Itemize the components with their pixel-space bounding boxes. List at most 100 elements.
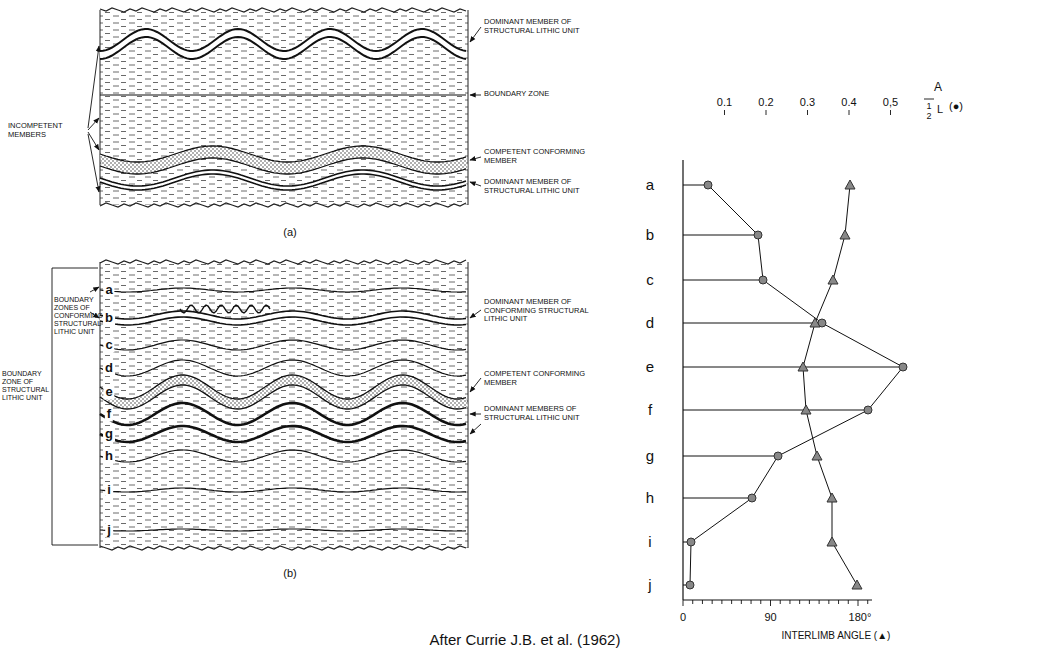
- layer-letter: b: [646, 226, 654, 243]
- row-line: [683, 498, 752, 499]
- axis-tick: [751, 600, 752, 604]
- layer-letter: d: [103, 361, 115, 376]
- axis-tick: [799, 600, 800, 604]
- axis-label: 0: [680, 611, 686, 624]
- annotation-label: BOUNDARY ZONES OF CONFORMING STRUCTURAL …: [54, 296, 100, 336]
- ratio-point: [686, 581, 694, 589]
- ratio-point: [899, 363, 907, 371]
- annotation-label: DOMINANT MEMBER OF CONFORMING STRUCTURAL…: [484, 298, 604, 324]
- broken-edge: [100, 8, 466, 12]
- competent-band: [100, 146, 468, 174]
- axis-label: 90: [764, 611, 776, 624]
- axis-label: 0.1: [717, 96, 732, 109]
- axis-label: A: [934, 81, 942, 95]
- layer-letter: i: [648, 533, 651, 550]
- leader-arrow: [88, 134, 99, 192]
- bedding-line: [100, 170, 466, 186]
- angle-point: [828, 275, 838, 284]
- band-ground: [100, 146, 468, 174]
- axis-tick: [741, 600, 742, 604]
- layer-letter: a: [103, 283, 114, 298]
- panel-edge: [100, 10, 101, 205]
- axis-tick: [858, 600, 859, 606]
- layer-letter: c: [103, 338, 114, 353]
- angle-point: [801, 405, 811, 414]
- row-line: [683, 367, 903, 368]
- axis-label: INTERLIMB ANGLE (▲): [782, 630, 891, 642]
- layer-letter: j: [105, 523, 113, 538]
- bedding-line: [100, 360, 466, 376]
- axis-tick: [724, 110, 725, 115]
- axis-tick: [848, 600, 849, 604]
- axis-tick: [838, 600, 839, 604]
- ratio-point: [687, 538, 695, 546]
- axis-line: [682, 160, 683, 600]
- layer-letter: a: [646, 176, 654, 193]
- layer-letter: f: [105, 407, 113, 422]
- layer-letter: e: [103, 385, 114, 400]
- annotation-label: BOUNDARY ZONE: [484, 90, 604, 99]
- layer-letter: j: [648, 576, 651, 593]
- angle-point: [827, 493, 837, 502]
- annotation-label: COMPETENT CONFORMING MEMBER: [484, 370, 604, 387]
- layer-letter: g: [103, 427, 115, 442]
- axis-label: 2: [926, 111, 931, 121]
- bedding-line: [100, 529, 466, 531]
- axis-tick: [721, 600, 722, 604]
- axis-tick: [760, 600, 761, 604]
- layer-letter: e: [646, 358, 654, 375]
- axis-tick: [809, 600, 810, 604]
- axis-tick: [780, 600, 781, 604]
- bedding-line: [100, 450, 466, 462]
- row-line: [683, 323, 822, 324]
- axis-tick: [731, 600, 732, 604]
- broken-edge: [100, 546, 466, 550]
- leader-arrow: [88, 118, 99, 130]
- bedding-line: [100, 174, 466, 190]
- row-line: [683, 235, 758, 236]
- bedding-line: [100, 37, 466, 59]
- angle-curve: [803, 185, 857, 585]
- axis-tick: [807, 110, 808, 115]
- leader-arrow: [470, 27, 481, 42]
- angle-point: [798, 362, 808, 371]
- leader-arrow: [470, 378, 481, 392]
- row-line: [683, 280, 763, 281]
- angle-point: [845, 180, 855, 189]
- axis-tick: [692, 600, 693, 604]
- annotation-label: INCOMPETENT MEMBERS: [8, 122, 86, 139]
- bedding-line: [100, 317, 466, 325]
- layer-letter: f: [648, 401, 652, 418]
- spacer: [52, 283, 98, 284]
- ratio-point: [754, 231, 762, 239]
- angle-point: [812, 451, 822, 460]
- layer-letter: h: [103, 449, 115, 464]
- leader-arrow: [470, 95, 481, 96]
- broken-edge: [100, 203, 466, 207]
- minor-folds: [180, 305, 270, 313]
- figure-caption: After Currie J.B. et al. (1962): [430, 631, 621, 648]
- axis-label: L: [937, 103, 943, 116]
- axis-tick: [683, 600, 684, 606]
- leader-arrow: [90, 287, 99, 292]
- layer-letter: g: [646, 447, 654, 464]
- row-line: [683, 410, 868, 411]
- panel-label: (b): [283, 567, 296, 580]
- axis-tick: [890, 110, 891, 115]
- leader-arrow: [88, 46, 99, 128]
- axis-label: 0,5: [883, 96, 898, 109]
- bedding-line: [100, 488, 466, 492]
- bedding-line: [100, 340, 466, 350]
- axis-label: (●): [949, 100, 963, 113]
- leader-arrow: [470, 424, 481, 434]
- axis-tick: [770, 600, 771, 606]
- rock-texture: [100, 10, 468, 205]
- leader-arrow: [470, 182, 481, 186]
- ratio-point: [864, 406, 872, 414]
- panel-edge: [468, 10, 469, 205]
- panel-edge: [468, 262, 469, 548]
- boundary-zone-line: [100, 94, 466, 95]
- ratio-point: [759, 276, 767, 284]
- annotation-label: DOMINANT MEMBER OF STRUCTURAL LITHIC UNI…: [484, 178, 604, 195]
